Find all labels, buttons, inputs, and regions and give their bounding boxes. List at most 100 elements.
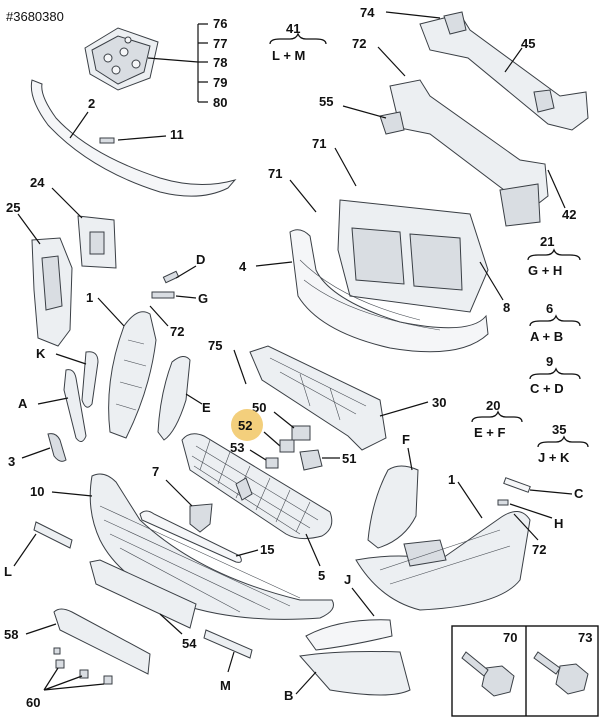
lower-air-guide (249, 345, 387, 451)
callout-30: 30 (432, 395, 446, 410)
callout-H: H (554, 516, 563, 531)
bracket-E (157, 356, 191, 441)
trim-J (305, 619, 393, 651)
callout-71-a: 71 (312, 136, 326, 151)
callout-5: 5 (318, 568, 325, 583)
callout-73: 73 (578, 630, 592, 645)
callout-6: 6 (546, 301, 553, 316)
trim-B (299, 651, 411, 696)
shield-58 (53, 608, 151, 675)
callout-4: 4 (239, 259, 247, 274)
callout-3: 3 (8, 454, 15, 469)
callout-M: M (220, 678, 231, 693)
clip-3 (47, 433, 67, 462)
callout-60: 60 (26, 695, 40, 710)
callout-77: 77 (213, 36, 227, 51)
callout-F: F (402, 432, 410, 447)
part-52 (279, 439, 295, 453)
callout-C: C (574, 486, 584, 501)
callout-72-b: 72 (170, 324, 184, 339)
trim-strip-15 (139, 510, 242, 563)
emblem-7 (189, 503, 213, 533)
callout-25: 25 (6, 200, 20, 215)
callout-1-b: 1 (448, 472, 455, 487)
callout-72-a: 72 (352, 36, 366, 51)
callout-72-c: 72 (532, 542, 546, 557)
clip-C (503, 477, 531, 493)
callout-K: K (36, 346, 46, 361)
callout-53: 53 (230, 440, 244, 455)
callout-A: A (18, 396, 28, 411)
radiator-support-frame (337, 199, 489, 313)
reference-number: #3680380 (6, 9, 64, 24)
bumper-beam (419, 11, 589, 131)
callout-45: 45 (521, 36, 535, 51)
clip-H (497, 499, 509, 506)
callout-21: 21 (540, 234, 554, 249)
side-cover-right (355, 511, 531, 611)
part-50 (291, 425, 311, 441)
callout-10: 10 (30, 484, 44, 499)
callout-20-sub: E + F (474, 425, 505, 440)
side-guide-left (108, 311, 157, 439)
callout-79: 79 (213, 75, 227, 90)
bracket-24 (77, 215, 117, 269)
callout-41: 41 (286, 21, 300, 36)
callout-G: G (198, 291, 208, 306)
callout-11: 11 (170, 127, 184, 142)
absorber-beam (379, 79, 549, 227)
callout-8: 8 (503, 300, 510, 315)
callout-54: 54 (182, 636, 197, 651)
callout-B: B (284, 688, 293, 703)
callout-58: 58 (4, 627, 18, 642)
upper-grille-trim (30, 79, 237, 197)
callout-15: 15 (260, 542, 274, 557)
trim-A (63, 369, 87, 442)
callout-7: 7 (152, 464, 159, 479)
callout-L: L (4, 564, 12, 579)
callout-2: 2 (88, 96, 95, 111)
callout-9: 9 (546, 354, 553, 369)
clips-60 (53, 647, 113, 685)
clip-D (162, 270, 180, 284)
callout-24: 24 (30, 175, 45, 190)
part-51 (299, 449, 323, 471)
callout-52-highlight (231, 409, 263, 441)
clip-kit-box (84, 27, 159, 91)
front-grille (181, 433, 333, 540)
callout-42: 42 (562, 207, 576, 222)
callout-J: J (344, 572, 351, 587)
callout-20: 20 (486, 398, 500, 413)
bolt-73 (533, 651, 589, 695)
plate-54 (89, 559, 197, 629)
bracket-F (367, 465, 419, 549)
clip-G (151, 291, 175, 299)
callout-1-a: 1 (86, 290, 93, 305)
callout-E: E (202, 400, 211, 415)
callout-9-sub: C + D (530, 381, 564, 396)
callout-50: 50 (252, 400, 266, 415)
bolt-70 (461, 651, 515, 697)
callout-71-b: 71 (268, 166, 282, 181)
part-53 (265, 457, 279, 469)
callout-74: 74 (360, 5, 375, 20)
callout-D: D (196, 252, 205, 267)
callout-55: 55 (319, 94, 333, 109)
trim-M (203, 629, 253, 659)
callout-80: 80 (213, 95, 227, 110)
callout-52: 52 (238, 418, 252, 433)
bracket-25 (31, 237, 73, 347)
callout-78: 78 (213, 55, 227, 70)
callout-35-sub: J + K (538, 450, 570, 465)
callout-35: 35 (552, 422, 566, 437)
callout-76: 76 (213, 16, 227, 31)
air-duct-frame (289, 229, 489, 353)
callout-75: 75 (208, 338, 222, 353)
callout-21-sub: G + H (528, 263, 562, 278)
trim-L (33, 521, 73, 549)
callout-70: 70 (503, 630, 517, 645)
callout-41-sub: L + M (272, 48, 305, 63)
callout-6-sub: A + B (530, 329, 563, 344)
